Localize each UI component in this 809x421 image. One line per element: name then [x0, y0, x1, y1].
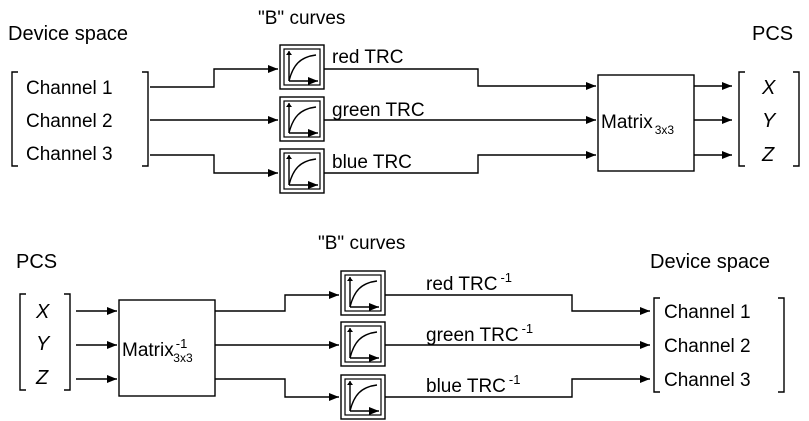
forward-input-bracket-left — [11, 71, 18, 167]
forward-diagram: Device space PCS "B" curves Channel 1 Ch… — [8, 8, 800, 193]
forward-arrow-blue — [324, 151, 596, 174]
forward-curves-title: "B" curves — [258, 8, 345, 29]
inverse-arrow-blue-out — [385, 375, 650, 398]
inverse-output-bracket-left — [653, 297, 660, 393]
forward-curve-label-red: red TRC — [332, 47, 403, 68]
forward-input-channel-1: Channel 1 — [26, 78, 113, 99]
forward-curve-label-blue: blue TRC — [332, 152, 412, 173]
inverse-matrix-box — [118, 299, 216, 397]
curve-graph-icon — [341, 322, 385, 366]
curve-graph-icon — [341, 375, 385, 419]
inverse-dest-title: Device space — [650, 251, 770, 273]
inverse-input-y: Y — [36, 333, 51, 355]
forward-arrow-red — [324, 68, 596, 90]
forward-arrow-ch3 — [150, 154, 278, 177]
forward-curve-label-green: green TRC — [332, 100, 425, 121]
inverse-source-title: PCS — [16, 251, 57, 273]
inverse-curve-label-green: green TRC-1 — [426, 321, 533, 346]
inverse-curve-label-blue: blue TRC-1 — [426, 372, 520, 397]
inverse-input-bracket-left — [19, 293, 26, 391]
forward-output-bracket-left — [738, 71, 745, 167]
inverse-diagram: PCS Device space "B" curves X Y Z Matrix… — [16, 233, 785, 419]
inverse-input-bracket-right — [64, 293, 71, 391]
forward-output-x: X — [761, 77, 776, 99]
inverse-input-z: Z — [35, 367, 49, 389]
forward-dest-title: PCS — [752, 23, 793, 45]
inverse-arrow-red-out — [385, 294, 650, 315]
forward-input-channel-3: Channel 3 — [26, 144, 113, 165]
inverse-arrow-to-red — [215, 291, 339, 312]
forward-input-bracket-right — [142, 71, 149, 167]
inverse-output-channel-2: Channel 2 — [664, 336, 751, 357]
forward-input-channel-2: Channel 2 — [26, 111, 113, 132]
curve-graph-icon — [280, 45, 324, 89]
forward-output-bracket-right — [793, 71, 800, 167]
inverse-curve-label-red: red TRC-1 — [426, 270, 512, 295]
forward-output-y: Y — [762, 110, 777, 132]
inverse-curves-title: "B" curves — [318, 233, 405, 254]
inverse-input-x: X — [35, 301, 50, 323]
inverse-output-channel-1: Channel 1 — [664, 302, 751, 323]
curve-graph-icon — [280, 149, 324, 193]
forward-source-title: Device space — [8, 23, 128, 45]
forward-arrow-ch1 — [150, 65, 278, 88]
inverse-output-channel-3: Channel 3 — [664, 370, 751, 391]
forward-output-z: Z — [761, 144, 775, 166]
inverse-output-bracket-right — [778, 297, 785, 393]
curve-graph-icon — [280, 97, 324, 141]
forward-matrix-box — [597, 74, 695, 172]
inverse-arrow-to-blue — [215, 378, 339, 401]
curve-graph-icon — [341, 271, 385, 315]
